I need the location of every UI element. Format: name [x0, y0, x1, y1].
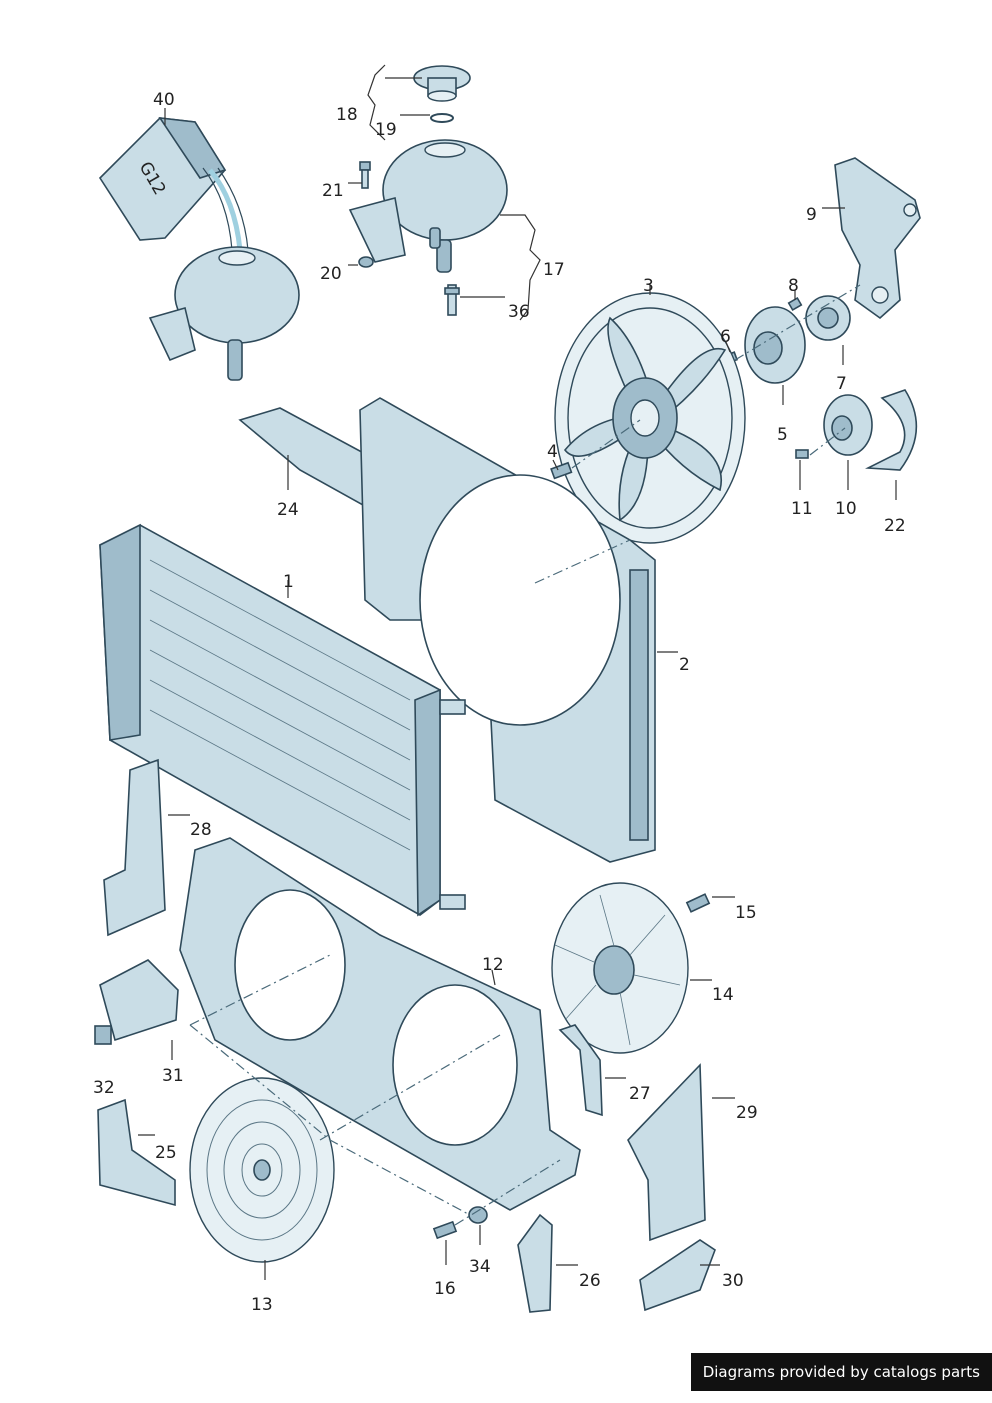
callout-28[interactable]: 28 [190, 820, 212, 840]
nut-34-part[interactable] [468, 1206, 488, 1224]
coolant-bottle-part[interactable]: G12 [98, 117, 249, 251]
callout-12[interactable]: 12 [482, 955, 504, 975]
callout-7[interactable]: 7 [836, 374, 847, 394]
bolt-8-part[interactable] [787, 296, 803, 312]
footer-credit-badge: Diagrams provided by catalogs parts [690, 1353, 992, 1391]
callout-24[interactable]: 24 [277, 500, 299, 520]
callout-15[interactable]: 15 [735, 903, 757, 923]
alignment-lines [189, 284, 861, 1226]
fan-3-part[interactable] [554, 292, 746, 544]
bracket-26-part[interactable] [517, 1213, 553, 1313]
callout-numbers: 40 18 19 21 20 17 36 9 8 3 6 7 5 4 11 10… [93, 90, 906, 1315]
nut-20-part[interactable] [358, 256, 374, 268]
callout-8[interactable]: 8 [788, 276, 799, 296]
callout-3[interactable]: 3 [643, 276, 654, 296]
fan-shroud-2-part[interactable] [359, 397, 656, 863]
callout-40[interactable]: 40 [153, 90, 175, 110]
cover-22-part[interactable] [864, 389, 918, 471]
fan-guard-13-part[interactable] [189, 1077, 335, 1263]
clip-32-part[interactable] [94, 1025, 112, 1045]
callout-4[interactable]: 4 [547, 442, 558, 462]
callout-29[interactable]: 29 [736, 1103, 758, 1123]
callout-22[interactable]: 22 [884, 516, 906, 536]
viscous-coupling-part[interactable] [744, 306, 806, 384]
callout-10[interactable]: 10 [835, 499, 857, 519]
bearing-housing-part[interactable] [805, 295, 851, 341]
callout-27[interactable]: 27 [629, 1084, 651, 1104]
callout-32[interactable]: 32 [93, 1078, 115, 1098]
callout-30[interactable]: 30 [722, 1271, 744, 1291]
bracket-30-part[interactable] [639, 1239, 716, 1312]
callout-9[interactable]: 9 [806, 205, 817, 225]
fan-frame-12-part[interactable] [179, 837, 581, 1211]
callout-2[interactable]: 2 [679, 655, 690, 675]
filler-cap-part[interactable] [413, 65, 471, 102]
callout-6[interactable]: 6 [720, 327, 731, 347]
callout-25[interactable]: 25 [155, 1143, 177, 1163]
callout-11[interactable]: 11 [791, 499, 813, 519]
bolt-11-part[interactable] [795, 449, 809, 459]
o-ring-part[interactable] [430, 113, 454, 123]
callout-17[interactable]: 17 [543, 260, 565, 280]
leader-lines [138, 64, 897, 1280]
bracket-25-part[interactable] [97, 1098, 176, 1207]
bolt-4-part[interactable] [550, 461, 573, 480]
bracket-27-part[interactable] [558, 1024, 603, 1117]
bracket-29-part[interactable] [627, 1063, 706, 1242]
callout-26[interactable]: 26 [579, 1271, 601, 1291]
callout-14[interactable]: 14 [712, 985, 734, 1005]
callout-16[interactable]: 16 [434, 1279, 456, 1299]
fan-14-part[interactable] [551, 882, 689, 1054]
bracket-28-part[interactable] [103, 758, 166, 937]
sensor-36-part[interactable] [444, 284, 460, 316]
bolt-16-part[interactable] [432, 1220, 458, 1240]
callout-36[interactable]: 36 [508, 302, 530, 322]
callout-19[interactable]: 19 [375, 120, 397, 140]
pulley-10-part[interactable] [823, 394, 873, 456]
callout-13[interactable]: 13 [251, 1295, 273, 1315]
callout-18[interactable]: 18 [336, 105, 358, 125]
callout-21[interactable]: 21 [322, 181, 344, 201]
bolt-21-part[interactable] [359, 161, 371, 189]
callout-20[interactable]: 20 [320, 264, 342, 284]
expansion-tank-old-part[interactable] [148, 246, 300, 381]
callout-31[interactable]: 31 [162, 1066, 184, 1086]
bolt-15-part[interactable] [685, 893, 711, 913]
radiator-1-part[interactable] [99, 523, 466, 917]
bracket-31-part[interactable] [99, 959, 179, 1042]
expansion-tank-part[interactable] [348, 139, 508, 273]
callout-5[interactable]: 5 [777, 425, 788, 445]
bracket-9-part[interactable] [834, 157, 921, 320]
callout-1[interactable]: 1 [283, 572, 294, 592]
callout-34[interactable]: 34 [469, 1257, 491, 1277]
